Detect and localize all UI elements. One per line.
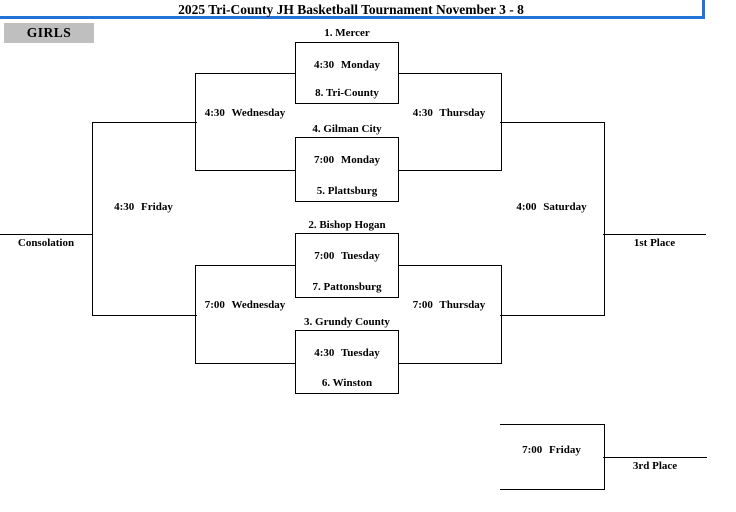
seed-team-label: 6. Winston xyxy=(321,377,373,389)
first-place-label: 1st Place xyxy=(633,237,676,249)
title-border-box: 2025 Tri-County JH Basketball Tournament… xyxy=(0,0,705,19)
round-label-winners-semi-bottom: 7:00 Thursday xyxy=(412,299,486,311)
third-place-winner-line xyxy=(603,456,707,458)
game-box-monday-700: 7:00 Monday 5. Plattsburg xyxy=(295,137,399,202)
game-box-tuesday-430: 4:30 Tuesday 6. Winston xyxy=(295,330,399,394)
game-time-label: 4:30 Tuesday xyxy=(314,347,380,359)
first-place-winner-line xyxy=(603,233,706,235)
bracket-consolation-final-lines xyxy=(92,121,197,316)
round-label-consolation-semi-bottom: 7:00 Wednesday xyxy=(204,299,286,311)
seed-team-label: 5. Plattsburg xyxy=(316,185,378,197)
round-label-winners-semi-top: 4:30 Thursday xyxy=(412,107,486,119)
seed-team-label: 1. Mercer xyxy=(324,27,370,39)
third-place-label: 3rd Place xyxy=(632,460,678,472)
round-label-consolation-final: 4:30 Friday xyxy=(114,201,173,213)
round-label-consolation-semi-top: 4:30 Wednesday xyxy=(204,107,286,119)
girls-division-badge: GIRLS xyxy=(4,23,94,43)
game-box-tuesday-700: 7:00 Tuesday 7. Pattonsburg xyxy=(295,233,399,298)
bracket-winners-semi-top-lines xyxy=(398,73,502,171)
game-time-label: 7:00 Monday xyxy=(313,154,381,166)
seed-team-label: 2. Bishop Hogan xyxy=(308,219,386,231)
game-box-monday-430: 4:30 Monday 8. Tri-County xyxy=(295,42,399,104)
round-label-third-place-game: 7:00 Friday xyxy=(522,444,581,456)
game-time-label: 4:30 Monday xyxy=(313,59,381,71)
bracket-consolation-semi-top-lines xyxy=(195,73,295,171)
seed-team-label: 7. Pattonsburg xyxy=(312,281,382,293)
seed-team-label: 4. Gilman City xyxy=(312,123,382,135)
consolation-winner-line xyxy=(0,233,92,235)
seed-team-label: 3. Grundy County xyxy=(304,316,390,328)
round-label-championship: 4:00 Saturday xyxy=(516,201,587,213)
tournament-title: 2025 Tri-County JH Basketball Tournament… xyxy=(178,2,524,17)
bracket-winners-semi-bottom-lines xyxy=(398,265,502,364)
consolation-placement-label: Consolation xyxy=(17,237,75,249)
game-time-label: 7:00 Tuesday xyxy=(314,250,380,262)
seed-team-label: 8. Tri-County xyxy=(315,87,379,99)
bracket-championship-lines xyxy=(500,121,605,316)
bracket-consolation-semi-bottom-lines xyxy=(195,265,295,364)
